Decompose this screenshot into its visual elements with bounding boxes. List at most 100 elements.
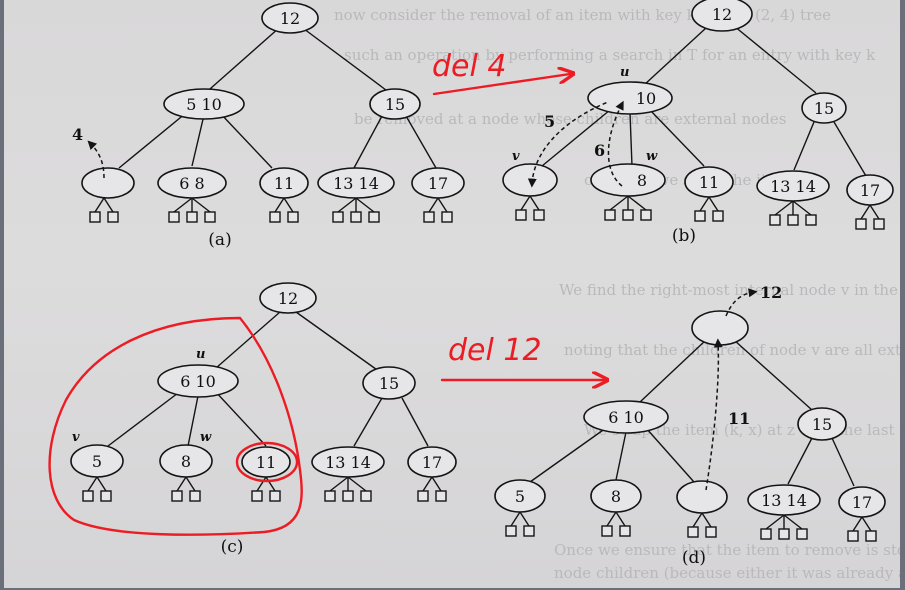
external-edge [861,516,872,532]
tree-a-left-keys: 5 10 [186,95,222,114]
tree-b-u-keys: 10 [636,89,656,108]
external-node [186,211,198,223]
tree-b-u-label: u [620,65,629,80]
external-edge [431,476,442,492]
tree-d-leaf-13-14-keys: 13 14 [761,491,807,510]
external-node [89,211,101,223]
textbook-page-photo: now consider the removal of an item with… [4,0,900,588]
tree-b-w-node [590,163,666,197]
tree-d-removed-key: 12 [760,283,782,302]
external-edge [173,197,193,213]
tree-b-root-node [691,0,753,32]
tree-b-right-node [801,92,847,124]
external-edge [869,204,880,220]
external-node [423,211,435,223]
tree-a-root-node [261,2,319,34]
tree-b-step-6: 6 [594,141,605,160]
external-node [712,210,724,222]
external-node [865,530,877,542]
external-node [515,209,527,221]
tree-b-step-5: 5 [544,112,555,131]
tree-c: 12 6 10 u 15 5 v 8 w 11 13 14 17 (c) [48,282,457,557]
tree-a-left-node [163,88,245,120]
tree-d-leaf-17-keys: 17 [852,493,872,512]
caption-c: (c) [221,537,244,557]
external-edge [615,511,626,527]
external-node [269,490,281,502]
tree-d-remove-arrow [725,288,758,317]
tree-a-leaf-6-8-keys: 6 8 [179,174,204,193]
caption-b: (b) [672,226,696,246]
external-node [368,211,380,223]
external-edge [265,476,276,492]
external-edge [103,197,114,213]
tree-a-leaf-13-14-keys: 13 14 [333,174,379,193]
external-edge [256,476,267,492]
external-edge [792,200,812,216]
tree-a-leaf-11-keys: 11 [274,174,294,193]
red-annotation-del4: del 4 [432,49,570,96]
external-edge [765,514,785,530]
external-edge [609,195,629,211]
tree-b-leaf-17-keys: 17 [860,181,880,200]
tree-d-leaf-8-keys: 8 [611,487,621,506]
external-node [805,214,817,226]
bg-line-8: Once we ensure that the item to remove i… [554,541,900,559]
bg-line-1: now consider the removal of an item with… [334,6,831,24]
external-node [778,528,790,540]
external-edge [329,476,349,492]
external-node [417,490,429,502]
tree-a: 12 5 10 15 6 8 11 13 14 17 4 (a) [72,2,465,250]
external-node [204,211,216,223]
external-edge [191,197,211,213]
external-node [171,490,183,502]
tree-d-right-keys: 15 [812,415,832,434]
tree-a-leaf-17-keys: 17 [428,174,448,193]
tree-b-v-node [502,163,558,197]
external-node [350,211,362,223]
external-node [435,490,447,502]
external-edge [347,476,367,492]
tree-d-right-node [797,407,847,441]
tree-d-external-nodes [505,511,877,542]
external-node [287,211,299,223]
external-edge [422,476,433,492]
external-node [505,525,517,537]
tree-diagrams: now consider the removal of an item with… [48,0,900,582]
tree-d-left-node [583,400,669,434]
external-edge [274,197,285,213]
tree-a-external-nodes [89,197,453,223]
del-4-arrow [432,74,570,96]
external-edge [783,514,803,530]
external-node [324,490,336,502]
external-node [604,209,616,221]
external-edge [692,512,703,528]
tree-b-arrow-6 [607,100,624,187]
external-edge [627,195,647,211]
tree-c-root-node [259,282,317,314]
external-edge [428,197,439,213]
tree-b-right-keys: 15 [814,99,834,118]
external-node [760,528,772,540]
external-edge [519,511,530,527]
external-node [705,526,717,538]
external-edge [185,476,196,492]
external-node [168,211,180,223]
tree-c-u-label: u [196,347,205,362]
external-edge [520,195,531,211]
external-node [189,490,201,502]
bg-line-6: noting that the children of node v are a… [564,341,900,359]
red-annotation-del12: del 12 [440,333,604,380]
tree-c-v-keys: 5 [92,452,102,471]
tree-c-v-label: v [72,430,80,445]
tree-b-leaf-13-14-keys: 13 14 [770,177,816,196]
tree-c-w-label: w [200,430,212,445]
external-edge [860,204,871,220]
external-node [873,218,885,230]
tree-d-leaf-empty [676,480,728,514]
external-edge [774,200,794,216]
external-edge [510,511,521,527]
tree-c-leaf-13-14-keys: 13 14 [325,453,371,472]
external-edge [437,197,448,213]
external-node [441,211,453,223]
